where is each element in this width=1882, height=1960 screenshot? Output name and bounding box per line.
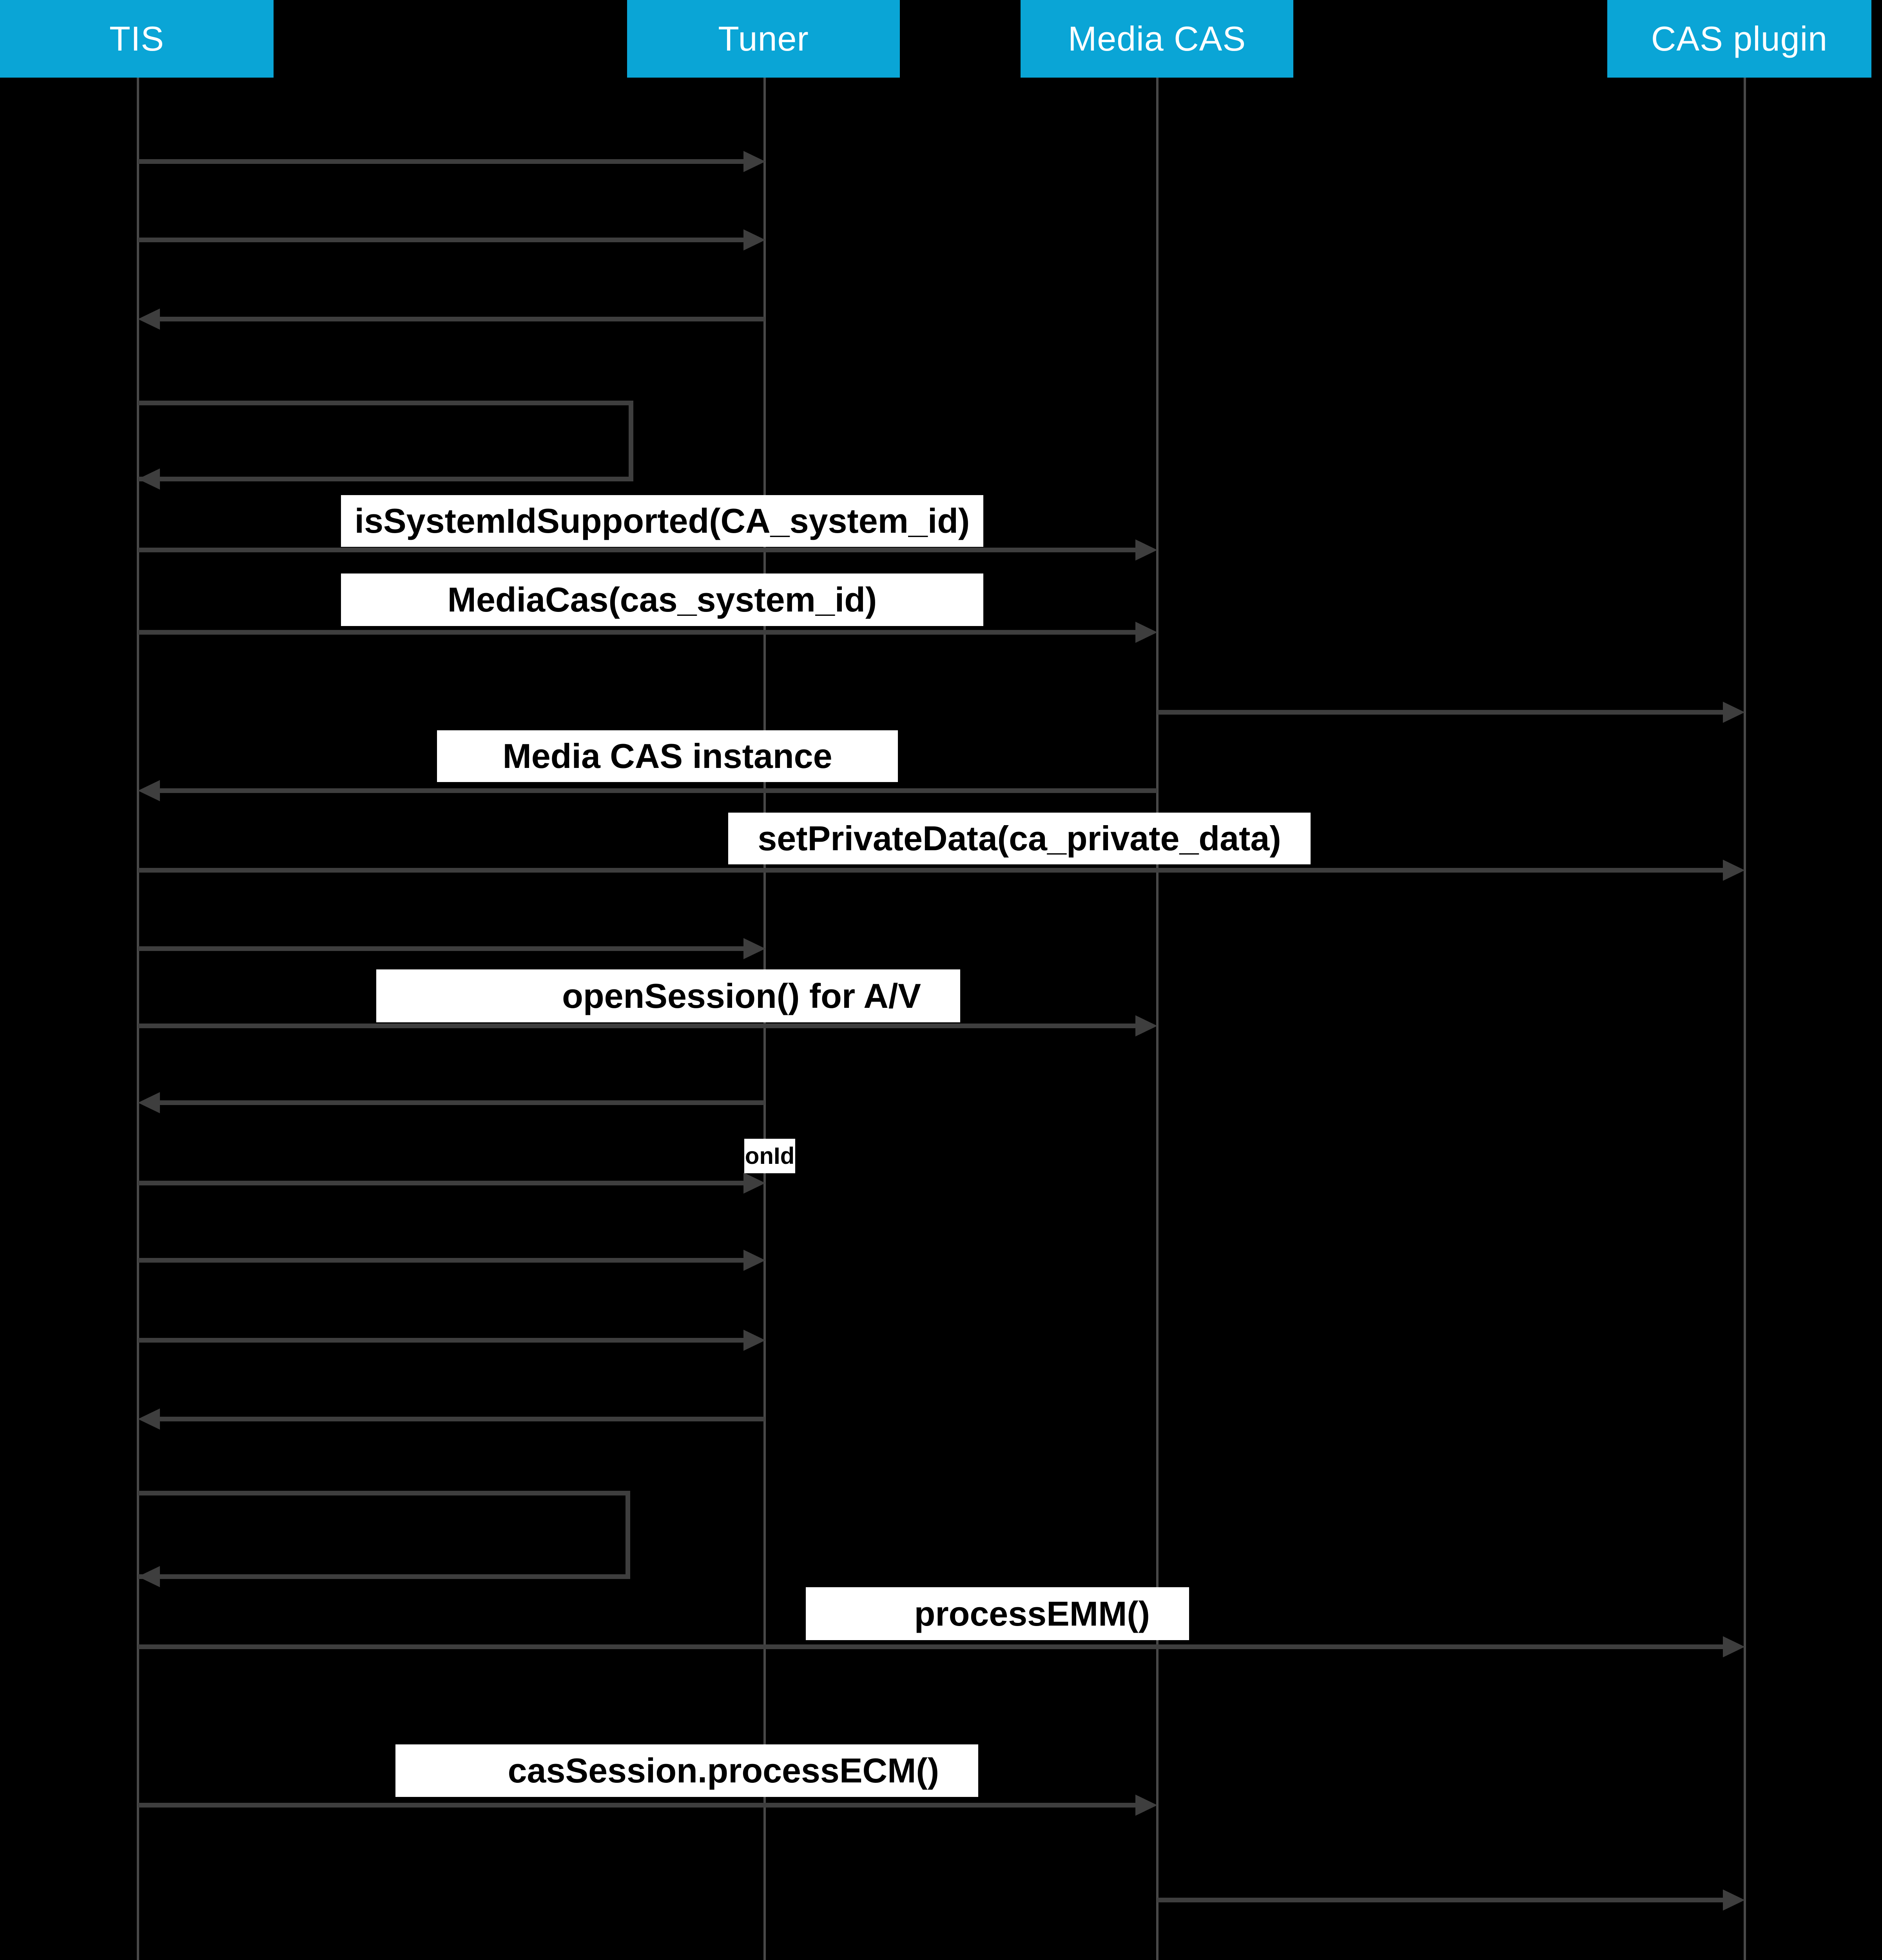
- arrowhead: [1723, 860, 1745, 881]
- arrowhead: [1723, 1889, 1745, 1911]
- arrowhead: [743, 151, 765, 172]
- lifeline-tis: [137, 78, 139, 1960]
- message-arrow: [138, 780, 1157, 801]
- message-arrow: [138, 622, 1157, 643]
- message-label-process-ecm: casSession.processECM(): [395, 1744, 978, 1797]
- arrowhead: [138, 1092, 160, 1113]
- arrowhead: [1135, 1795, 1157, 1816]
- self-message-loop: [138, 1491, 630, 1587]
- message-arrow: [138, 1795, 1157, 1816]
- message-arrow: [138, 1636, 1745, 1657]
- message-arrow: [138, 1015, 1157, 1036]
- message-arrow: [138, 1092, 765, 1113]
- message-arrow: [138, 860, 1745, 881]
- message-label-open-session: openSession() for A/V: [376, 969, 960, 1022]
- arrowhead: [743, 1172, 765, 1194]
- message-label-on-id: onId: [744, 1139, 795, 1173]
- lifeline-media-cas: [1156, 78, 1159, 1960]
- message-arrow: [138, 1172, 765, 1194]
- message-label-media-cas-instance: Media CAS instance: [437, 730, 898, 782]
- message-arrow: [138, 1408, 765, 1430]
- message-arrow: [138, 1250, 765, 1271]
- message-label-set-private-data: setPrivateData(ca_private_data): [728, 813, 1311, 864]
- arrowhead: [138, 468, 160, 490]
- arrowhead: [1723, 702, 1745, 723]
- arrowhead: [743, 1330, 765, 1351]
- message-arrow: [138, 151, 765, 172]
- message-label-mediacas-constructor: MediaCas(cas_system_id): [341, 573, 983, 626]
- message-label-process-emm: processEMM(): [806, 1587, 1189, 1640]
- actor-header-cas-plugin-top: CAS plugin: [1607, 0, 1871, 78]
- arrowhead: [138, 1408, 160, 1430]
- arrowhead: [743, 229, 765, 250]
- actor-header-tuner-top: Tuner: [627, 0, 900, 78]
- arrowhead: [1135, 622, 1157, 643]
- message-arrow: [138, 229, 765, 250]
- arrowhead: [138, 1566, 160, 1587]
- actor-header-tis-top: TIS: [0, 0, 274, 78]
- arrowhead: [743, 1250, 765, 1271]
- arrowhead: [138, 780, 160, 801]
- message-arrow: [138, 539, 1157, 561]
- arrowhead: [138, 309, 160, 330]
- message-arrow: [138, 1330, 765, 1351]
- message-label-is-system-id-supported: isSystemIdSupported(CA_system_id): [341, 495, 983, 547]
- message-arrow: [1157, 702, 1745, 723]
- arrowhead: [1135, 1015, 1157, 1036]
- message-arrow: [1157, 1889, 1745, 1911]
- message-arrow: [138, 938, 765, 959]
- arrowhead: [1135, 539, 1157, 561]
- arrowhead: [743, 938, 765, 959]
- arrowhead: [1723, 1636, 1745, 1657]
- message-arrow: [138, 309, 765, 330]
- self-message-loop: [138, 401, 633, 490]
- actor-header-media-cas-top: Media CAS: [1021, 0, 1293, 78]
- lifeline-cas-plugin: [1744, 78, 1746, 1960]
